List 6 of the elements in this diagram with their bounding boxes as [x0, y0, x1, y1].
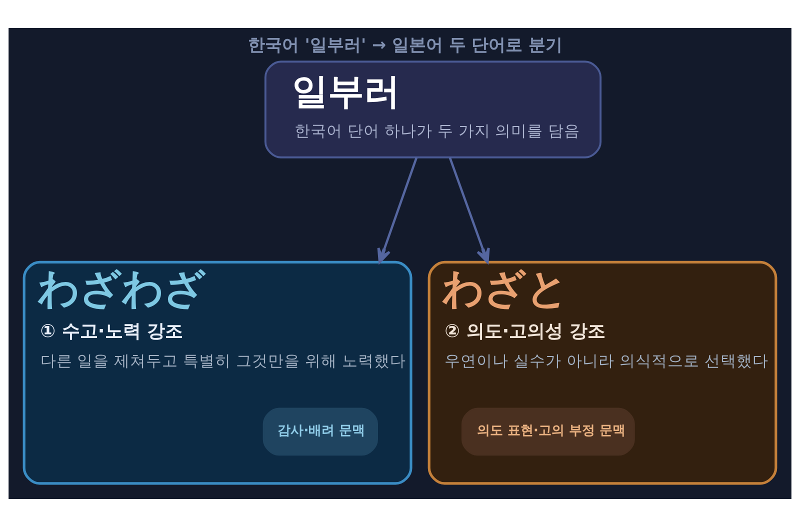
node-box: 감사·배려 문맥 — [262, 407, 378, 456]
node-box: 일부러 한국어 단어 하나가 두 가지 의미를 담음 — [264, 60, 602, 158]
arrow — [377, 156, 418, 263]
diagram-title: 한국어 '일부러' → 일본어 두 단어로 분기 — [248, 34, 562, 54]
node-box: 의도 표현·고의 부정 문맥 — [461, 407, 635, 456]
arrow — [448, 156, 490, 263]
